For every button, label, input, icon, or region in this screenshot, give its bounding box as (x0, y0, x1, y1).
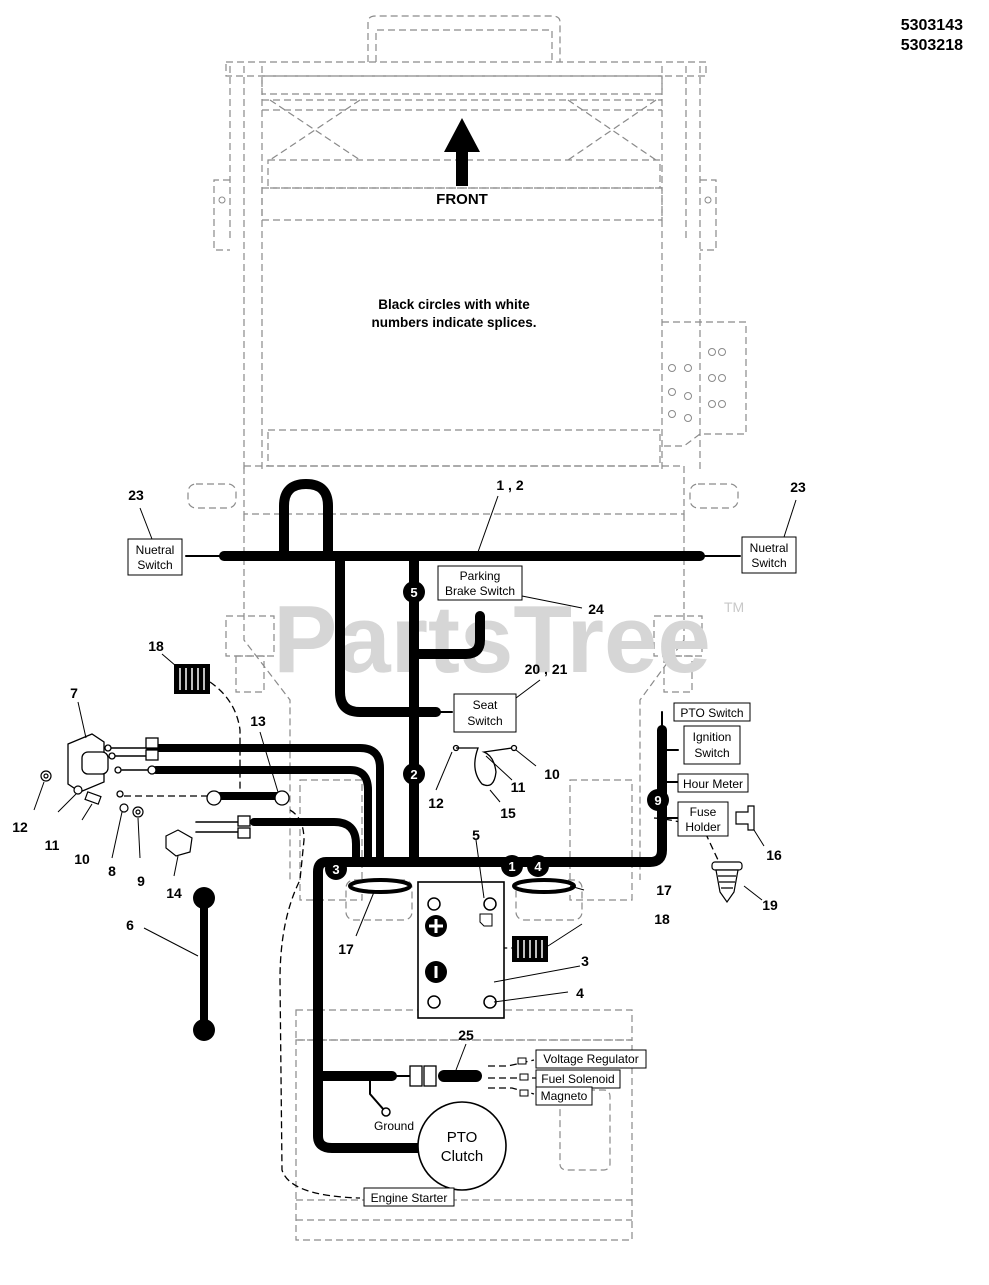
seat-switch-label: Seat (473, 698, 498, 712)
fuel-solenoid-label: Fuel Solenoid (541, 1072, 614, 1086)
callout: 3 (581, 953, 589, 969)
splice-marker (647, 789, 669, 811)
connector-icon (423, 1065, 437, 1087)
splice-marker (501, 855, 523, 877)
callout: 14 (166, 885, 182, 901)
callout: 23 (790, 479, 806, 495)
magneto-label: Magneto (541, 1089, 588, 1103)
callout: 17 (656, 882, 672, 898)
callout: 17 (338, 941, 354, 957)
fuse-icon (174, 664, 210, 694)
part-numbers: 5303143 5303218 (901, 16, 963, 56)
pto-clutch-icon (417, 1101, 507, 1191)
splice-number: 1 (508, 859, 515, 874)
callout: 23 (128, 487, 144, 503)
seat-switch-label: Switch (467, 714, 502, 728)
fuse-holder-label: Holder (685, 820, 720, 834)
ground-label: Ground (374, 1119, 414, 1133)
callout: 11 (45, 837, 60, 853)
part-number: 5303218 (900, 37, 963, 54)
ignition-switch-label: Ignition (693, 730, 732, 744)
callout: 7 (70, 685, 78, 701)
push-pin-icon (711, 861, 743, 904)
fuse-cap-icon (735, 805, 755, 831)
harness-wires (105, 479, 741, 1153)
neutral-switch-left-label: Switch (137, 558, 172, 572)
splice-marker (403, 581, 425, 603)
watermark: PartsTree (273, 586, 711, 693)
callout: 5 (472, 827, 480, 843)
splice-number: 5 (410, 585, 417, 600)
callout: 6 (126, 917, 134, 933)
starter-solenoid-icon (67, 733, 124, 798)
pto-switch-label: PTO Switch (680, 706, 743, 720)
cable-end-icon (193, 887, 215, 909)
callout: 16 (766, 847, 782, 863)
splice-number: 9 (654, 793, 661, 808)
callout: 15 (500, 805, 516, 821)
callout: 20 , 21 (525, 661, 568, 677)
hardware-icons (40, 770, 144, 818)
pto-clutch-label: Clutch (441, 1148, 484, 1165)
label-box-texts: Nuetral Switch Nuetral Switch Parking Br… (136, 541, 789, 1205)
battery-icon (417, 881, 505, 1019)
grommet-icon (348, 878, 412, 894)
terminal-icons (517, 1057, 529, 1097)
neutral-switch-right-label: Nuetral (750, 541, 789, 555)
part-number: 5303143 (900, 17, 963, 34)
connector-icons (145, 737, 290, 839)
parking-brake-switch-label: Parking (460, 569, 501, 583)
clip-icon (452, 744, 518, 787)
callout: 24 (588, 601, 604, 617)
callout: 12 (12, 819, 28, 835)
label-boxes (127, 536, 797, 1207)
callout: 8 (108, 863, 116, 879)
splice-note-line: numbers indicate splices. (371, 315, 536, 330)
splice-marker (403, 763, 425, 785)
hour-meter-label: Hour Meter (683, 777, 743, 791)
callout: 4 (576, 985, 584, 1001)
splice-note-line: Black circles with white (378, 297, 530, 312)
neutral-switch-left-label: Nuetral (136, 543, 175, 557)
front-arrow-icon (444, 118, 480, 186)
callout: 18 (148, 638, 164, 654)
callout: 13 (250, 713, 266, 729)
ground-terminal-icon (381, 1107, 391, 1117)
ignition-switch-label: Switch (694, 746, 729, 760)
neutral-switch-right-label: Switch (751, 556, 786, 570)
callout: 10 (544, 766, 560, 782)
callout: 18 (654, 911, 670, 927)
callout: 11 (511, 779, 526, 795)
front-label: FRONT (436, 191, 488, 208)
parking-brake-switch-label: Brake Switch (445, 584, 515, 598)
callout: 19 (762, 897, 778, 913)
callout: 10 (74, 851, 90, 867)
splice-marker (527, 855, 549, 877)
callout: 1 , 2 (496, 477, 523, 493)
callout: 9 (137, 873, 145, 889)
connector-icon (409, 1065, 423, 1087)
leader-lines (33, 495, 797, 1071)
cable-end-icon (193, 1019, 215, 1041)
fuse-holder-label: Fuse (690, 805, 717, 819)
pto-clutch-label: PTO (447, 1129, 478, 1146)
trademark-mark: TM (724, 599, 744, 615)
callout: 12 (428, 795, 444, 811)
splices: 5 2 9 3 1 4 (325, 581, 669, 880)
engine-starter-label: Engine Starter (371, 1191, 448, 1205)
callout-numbers: 1 , 2 23 23 24 20 , 21 18 7 13 12 11 10 … (12, 477, 806, 1043)
voltage-regulator-label: Voltage Regulator (543, 1052, 638, 1066)
frame-holes (218, 196, 726, 422)
fuse-icon (512, 936, 548, 962)
splice-number: 3 (332, 862, 339, 877)
callout: 25 (458, 1027, 474, 1043)
splice-number: 2 (410, 767, 417, 782)
bracket-icon (165, 829, 193, 857)
splice-number: 4 (534, 859, 542, 874)
splice-marker (325, 858, 347, 880)
grommet-icon (512, 878, 576, 894)
